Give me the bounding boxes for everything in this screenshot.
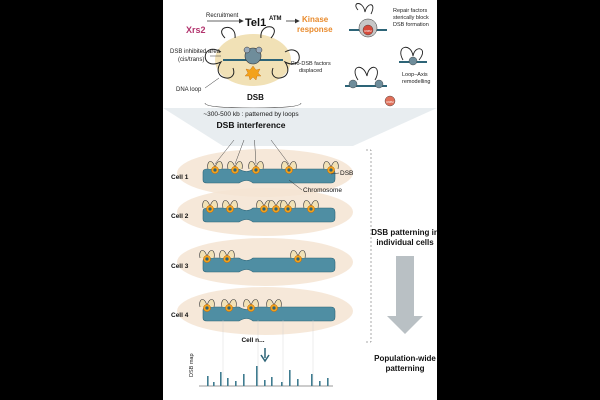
cells-bracket bbox=[366, 149, 372, 343]
repair-label-2: sterically block bbox=[393, 15, 429, 21]
patterning-label-2: individual cells bbox=[376, 238, 434, 247]
dsb-burst-top bbox=[244, 65, 262, 81]
chromosome bbox=[202, 207, 336, 223]
dna-loops-upper bbox=[221, 26, 275, 39]
cell-row: Cell 4 bbox=[171, 287, 353, 335]
dsb-map-bar bbox=[327, 378, 329, 386]
repair-label-3: DSB formation bbox=[393, 22, 429, 28]
population-label-1: Population-wide bbox=[374, 354, 436, 363]
figure-svg: Recruitment Xrs2 Tel1 ATM Kinase respons… bbox=[163, 0, 437, 387]
dsb-map-bar bbox=[319, 381, 321, 386]
figure-panel: Recruitment Xrs2 Tel1 ATM Kinase respons… bbox=[163, 0, 437, 400]
zoom-funnel bbox=[163, 108, 437, 146]
interference-guide bbox=[270, 139, 290, 165]
pro-dsb-label-1: Pro-DSB factors bbox=[291, 61, 331, 67]
chromosome bbox=[202, 168, 336, 184]
cell-label: Cell 3 bbox=[171, 263, 189, 270]
dsb-core bbox=[309, 207, 313, 211]
cell-label: Cell 1 bbox=[171, 174, 189, 181]
dsb-core bbox=[227, 306, 231, 310]
rmm-label-2: RMM bbox=[386, 100, 394, 104]
dsb-center-label: DSB bbox=[247, 93, 264, 102]
interference-title-overlay: DSB interference bbox=[217, 120, 286, 130]
dsb-map-bar bbox=[256, 366, 258, 386]
dna-loops bbox=[204, 49, 300, 79]
dsb-core bbox=[254, 168, 258, 172]
dsb-map-bar bbox=[227, 378, 229, 386]
dsb-core bbox=[287, 168, 291, 172]
dsb-core bbox=[228, 207, 232, 211]
chromosome bbox=[202, 257, 336, 273]
tel1-label: Tel1 bbox=[245, 17, 266, 29]
dsb-map-bar bbox=[311, 374, 313, 386]
cell-label: Cell 2 bbox=[171, 213, 189, 220]
cell-n-arrow bbox=[260, 348, 270, 363]
dsb-core bbox=[205, 306, 209, 310]
dsb-map-bar bbox=[297, 379, 299, 386]
dsb-core bbox=[205, 257, 209, 261]
interference-guide bbox=[234, 139, 245, 165]
chromosome-callout: Chromosome bbox=[303, 187, 342, 194]
dsb-map-bar bbox=[264, 380, 266, 386]
down-arrow-gray bbox=[387, 256, 423, 334]
cell-row: Cell 2 bbox=[171, 188, 353, 236]
loop-axis-label-2: remodelling bbox=[402, 79, 430, 85]
dsb-map-bar bbox=[243, 374, 245, 386]
dsb-callout: DSB bbox=[340, 170, 353, 177]
dsb-core bbox=[286, 207, 290, 211]
kinase-label-2: response bbox=[297, 25, 333, 34]
cell-row: Cell 1 bbox=[171, 149, 353, 197]
interference-guide bbox=[214, 139, 235, 165]
interference-guide bbox=[254, 139, 257, 165]
dsb-core bbox=[249, 306, 253, 310]
dsb-core bbox=[329, 168, 333, 172]
top-mechanism-panel: Recruitment Xrs2 Tel1 ATM Kinase respons… bbox=[163, 0, 437, 130]
dsb-map-bar bbox=[281, 382, 283, 386]
left-letterbox bbox=[0, 0, 163, 400]
xrs2-label: Xrs2 bbox=[186, 25, 206, 35]
chromosome bbox=[202, 306, 336, 322]
dsb-inhibited-label-2: (cis/trans) bbox=[178, 57, 204, 63]
dsb-map-bar bbox=[207, 376, 209, 386]
repair-label-1: Repair factors bbox=[393, 8, 427, 14]
cell-n-label: Cell n... bbox=[241, 337, 264, 344]
dsb-inhibited-label-1: DSB inhibited area bbox=[170, 49, 221, 55]
repair-factor-schematic: RMM bbox=[349, 3, 387, 38]
loop-axis-label-1: Loop–Axis bbox=[402, 72, 428, 78]
dsb-map-bar bbox=[271, 377, 273, 386]
dsb-core bbox=[272, 306, 276, 310]
population-label-2: patterning bbox=[385, 364, 424, 373]
pro-dsb-label-2: displaced bbox=[299, 68, 322, 74]
dsb-map-label: DSB map bbox=[189, 353, 195, 377]
dna-loop-label: DNA loop bbox=[176, 87, 202, 93]
dsb-map-bar bbox=[220, 372, 222, 386]
pro-dsb-schematic: RMM bbox=[345, 66, 396, 107]
cell-label: Cell 4 bbox=[171, 312, 189, 319]
kinase-label-1: Kinase bbox=[302, 15, 329, 24]
right-letterbox bbox=[437, 0, 600, 400]
rmm-label-1: RMM bbox=[364, 29, 372, 33]
tel1-superscript: ATM bbox=[269, 16, 282, 22]
dsb-core bbox=[208, 207, 212, 211]
patterning-label-1: DSB patterning in bbox=[371, 228, 437, 237]
recruitment-label: Recruitment bbox=[206, 13, 239, 19]
scale-note-overlay: ~300-500 kb : patterned by loops bbox=[203, 111, 299, 118]
dsb-core bbox=[213, 168, 217, 172]
cell-row: Cell 3 bbox=[171, 238, 353, 286]
dsb-map-bar bbox=[235, 381, 237, 386]
dsb-map-bar bbox=[289, 370, 291, 386]
dsb-core bbox=[262, 207, 266, 211]
dsb-core bbox=[296, 257, 300, 261]
dsb-map-bar bbox=[213, 382, 215, 386]
dsb-map-bars bbox=[207, 366, 329, 386]
dsb-core bbox=[225, 257, 229, 261]
dsb-core bbox=[233, 168, 237, 172]
loop-axis-schematic bbox=[399, 46, 427, 66]
dsb-core bbox=[274, 207, 278, 211]
cells-layer: Cell 1 Cell 2 Cell 3 Cell 4 bbox=[171, 139, 353, 386]
